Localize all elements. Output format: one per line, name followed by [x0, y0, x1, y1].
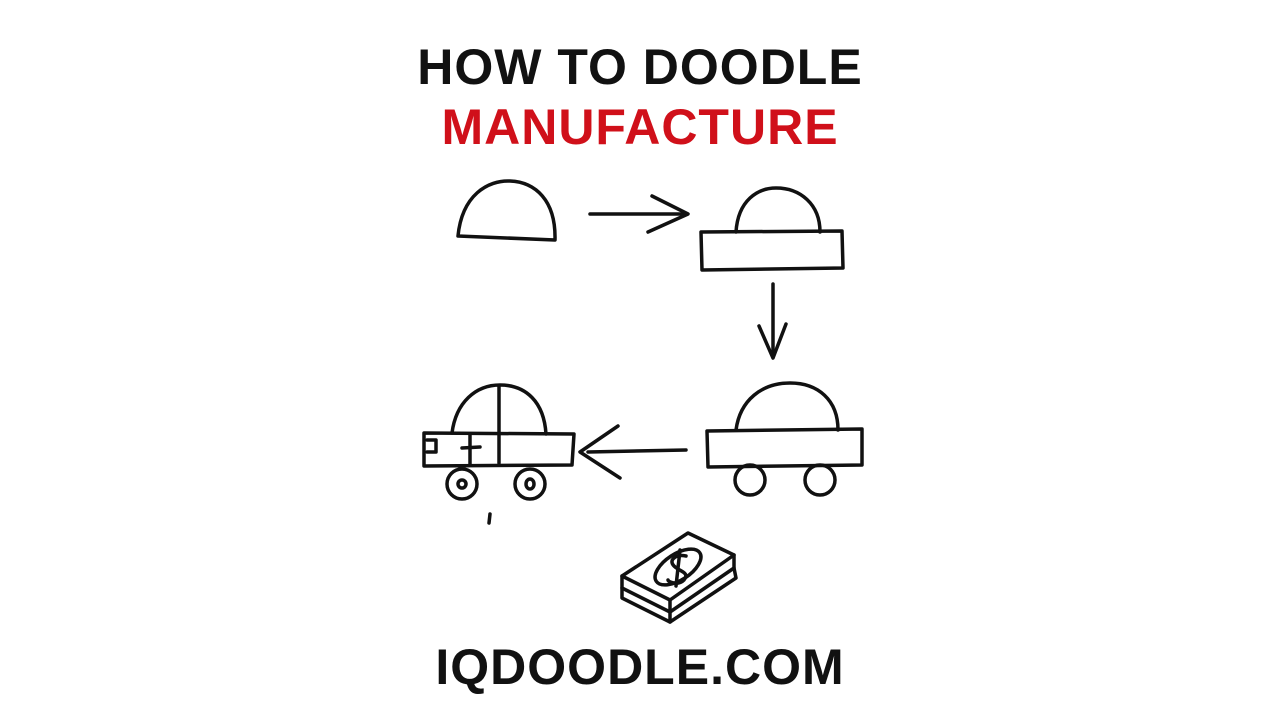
money-stack-icon — [620, 531, 738, 624]
website-url: IQDOODLE.COM — [435, 639, 845, 695]
half-dome-icon — [456, 179, 557, 242]
arrow-down-icon — [757, 282, 788, 360]
title-line-2: MANUFACTURE — [441, 99, 839, 155]
arrow-left-icon — [578, 424, 688, 480]
car-with-wheels-icon — [705, 381, 864, 497]
finished-car-icon — [422, 383, 576, 525]
arrow-right-icon — [588, 194, 690, 234]
car-body-icon — [699, 186, 845, 272]
title-line-1: HOW TO DOODLE — [417, 39, 863, 95]
